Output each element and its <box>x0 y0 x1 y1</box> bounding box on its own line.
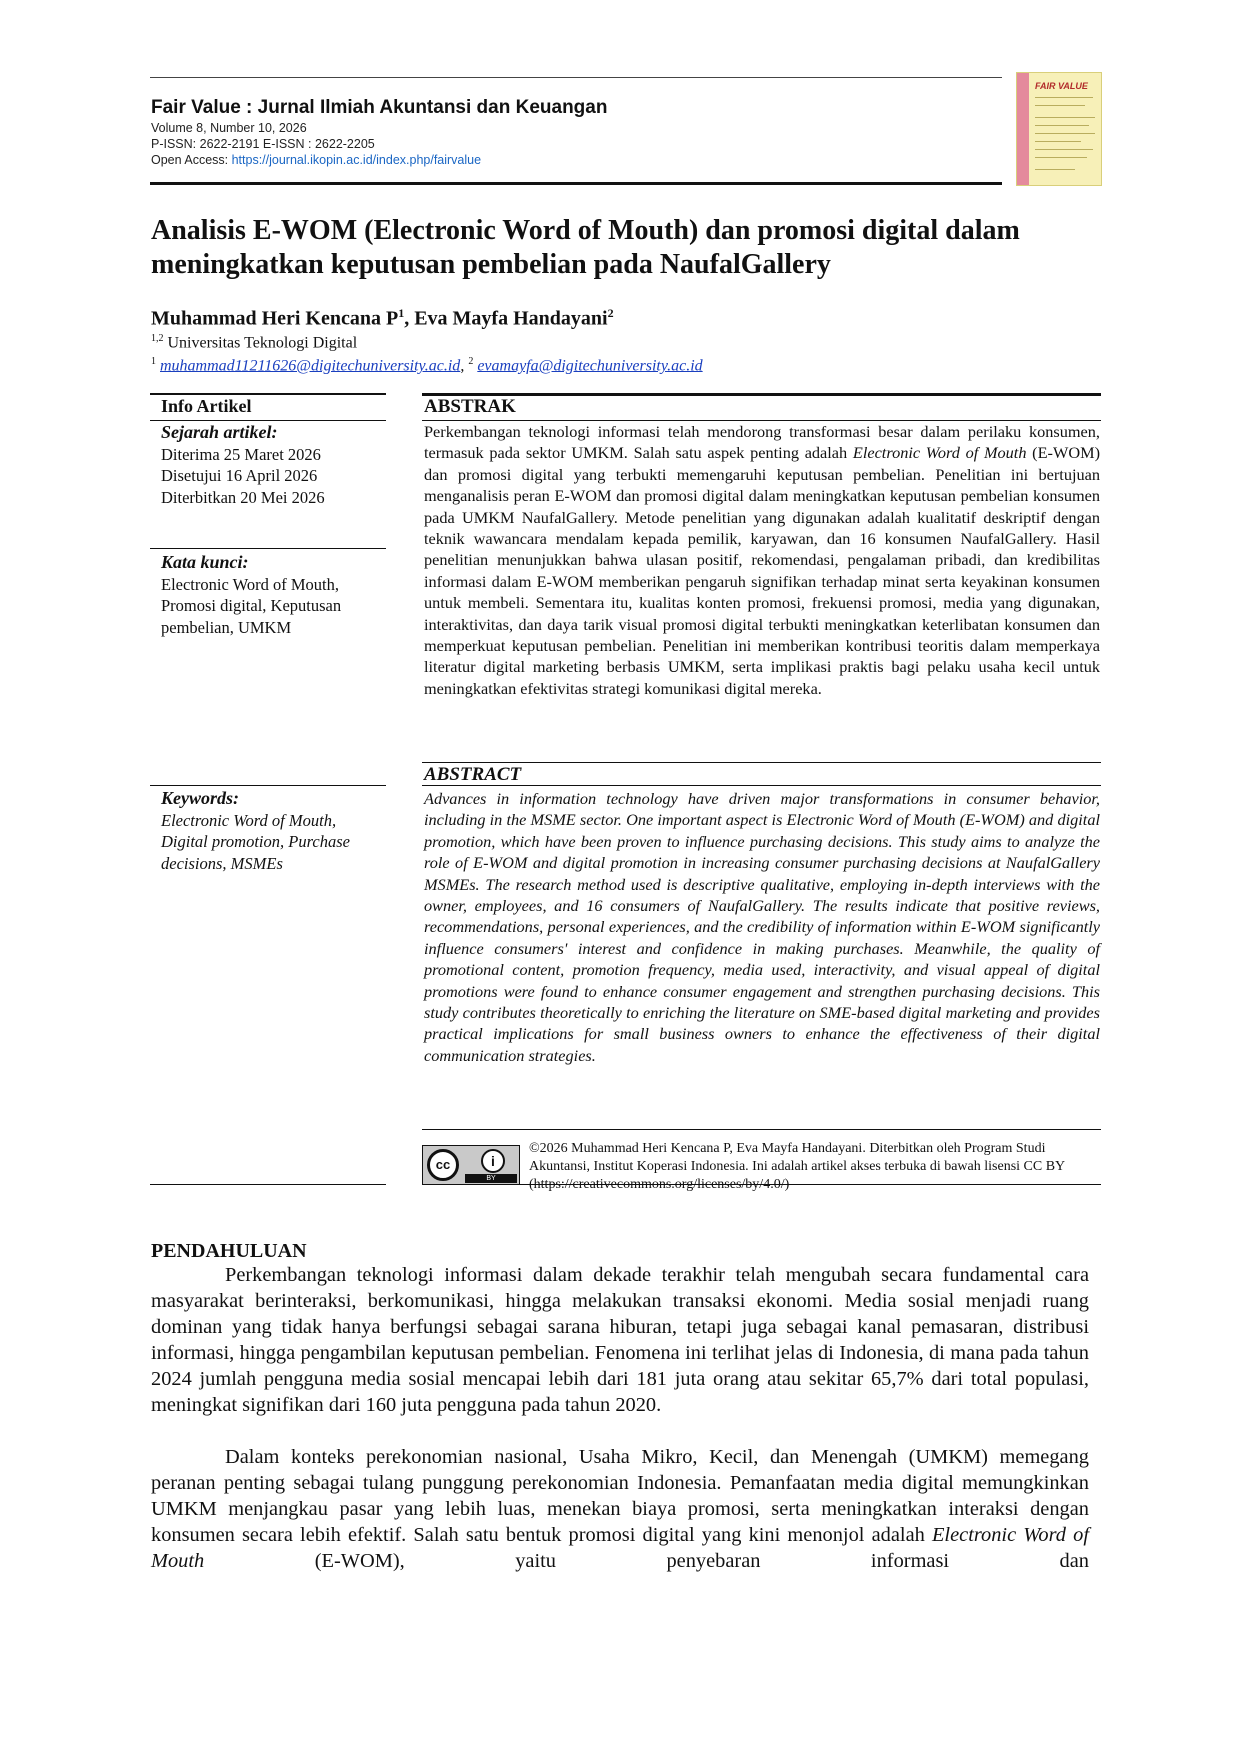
access-label: Open Access: <box>151 153 229 167</box>
info-bottom-rule <box>150 1184 386 1185</box>
attribution-icon: i <box>481 1149 505 1173</box>
history-end-rule <box>150 548 386 549</box>
keywords-block: Keywords: Electronic Word of Mouth, Digi… <box>161 788 385 874</box>
affiliation-sup: 1,2 <box>151 333 164 344</box>
header-bottom-rule <box>150 182 1002 185</box>
affiliation-text: Universitas Teknologi Digital <box>167 334 358 352</box>
email-2-link[interactable]: evamayfa@digitechuniversity.ac.id <box>477 357 703 375</box>
affiliation: 1,2 Universitas Teknologi Digital <box>151 333 357 352</box>
cc-by-badge[interactable]: cc i BY <box>422 1145 520 1185</box>
body-paragraph-2: Dalam konteks perekonomian nasional, Usa… <box>151 1444 1089 1574</box>
published-date: Diterbitkan 20 Mei 2026 <box>161 487 325 507</box>
section-heading-pendahuluan: PENDAHULUAN <box>151 1240 307 1262</box>
kata-kunci-block: Kata kunci: Electronic Word of Mouth, Pr… <box>161 552 385 638</box>
abstract-top-rule <box>422 762 1101 763</box>
email-1-link[interactable]: muhammad11211626@digitechuniversity.ac.i… <box>160 357 461 375</box>
by-label: BY <box>465 1174 517 1183</box>
history-label: Sejarah artikel: <box>161 422 278 442</box>
header-top-rule <box>150 77 1002 78</box>
info-heading-text: Info Artikel <box>161 396 252 416</box>
body-paragraph-1: Perkembangan teknologi informasi dalam d… <box>151 1262 1089 1418</box>
author-emails: 1 muhammad11211626@digitechuniversity.ac… <box>151 356 703 375</box>
license-text: ©2026 Muhammad Heri Kencana P, Eva Mayfa… <box>529 1141 1065 1192</box>
license-top-rule <box>422 1129 1101 1130</box>
email-1-sup: 1 <box>151 356 156 367</box>
abstract-text: Advances in information technology have … <box>424 789 1100 1065</box>
received-date: Diterima 25 Maret 2026 <box>161 444 321 464</box>
abstrak-sub-rule <box>422 420 1101 421</box>
abstrak-heading-text: ABSTRAK <box>424 396 516 417</box>
journal-volume: Volume 8, Number 10, 2026 <box>151 121 307 135</box>
cover-strip <box>1017 73 1029 185</box>
paragraph-2-rest: (E-WOM), yaitu penyebaran informasi dan <box>204 1550 1089 1572</box>
abstrak-p1: Perkembangan teknologi informasi telah m… <box>424 422 1100 463</box>
paragraph-2-italic-term: Electronic Word of Mouth <box>151 1524 1089 1572</box>
info-artikel-heading: Info Artikel <box>161 396 385 418</box>
keywords-text: Electronic Word of Mouth, Digital promot… <box>161 810 350 873</box>
abstrak-italic-term: Electronic Word of Mouth <box>852 443 1027 463</box>
keywords-top-rule <box>150 785 386 786</box>
paragraph-1-text: Perkembangan teknologi informasi dalam d… <box>151 1264 1089 1416</box>
keywords-label: Keywords: <box>161 788 239 808</box>
abstrak-heading: ABSTRAK <box>424 396 1100 418</box>
author-2-sup: 2 <box>607 306 614 320</box>
abstract-heading-text: ABSTRACT <box>424 764 522 785</box>
journal-url-link[interactable]: https://journal.ikopin.ac.id/index.php/f… <box>231 153 482 167</box>
author-1-sup: 1 <box>398 306 405 320</box>
abstrak-p1-rest: (E-WOM) dan promosi digital yang terbukt… <box>424 443 1100 698</box>
journal-name: Fair Value : Jurnal Ilmiah Akuntansi dan… <box>151 97 608 118</box>
cc-icon: cc <box>427 1149 459 1181</box>
journal-access: Open Access: https://journal.ikopin.ac.i… <box>151 152 1001 168</box>
abstract-sub-rule <box>422 785 1101 786</box>
author-list: Muhammad Heri Kencana P1, Eva Mayfa Hand… <box>151 306 614 331</box>
kata-kunci-label: Kata kunci: <box>161 552 249 572</box>
info-sub-rule <box>150 420 386 421</box>
abstrak-top-rule <box>422 393 1101 396</box>
kata-kunci-text: Electronic Word of Mouth, Promosi digita… <box>161 574 342 637</box>
journal-issn: P-ISSN: 2622-2191 E-ISSN : 2622-2205 <box>151 137 375 151</box>
paragraph-2-text: Dalam konteks perekonomian nasional, Usa… <box>151 1444 1089 1574</box>
author-1: Muhammad Heri Kencana P <box>151 307 399 330</box>
license-bottom-rule <box>422 1184 1101 1185</box>
article-title: Analisis E-WOM (Electronic Word of Mouth… <box>151 215 1020 280</box>
author-separator: , <box>404 307 415 330</box>
cover-title: FAIR VALUE <box>1035 81 1088 91</box>
abstrak-text: Perkembangan teknologi informasi telah m… <box>424 421 1100 699</box>
info-top-rule <box>150 393 386 395</box>
email-2-sup: 2 <box>468 356 474 367</box>
paragraph-2-start: Dalam konteks perekonomian nasional, Usa… <box>151 1446 1089 1546</box>
author-2: Eva Mayfa Handayani <box>414 307 608 330</box>
approved-date: Disetujui 16 April 2026 <box>161 466 318 485</box>
journal-header: Fair Value : Jurnal Ilmiah Akuntansi dan… <box>151 96 1001 168</box>
journal-cover-thumbnail: FAIR VALUE <box>1016 72 1102 186</box>
article-history: Sejarah artikel: Diterima 25 Maret 2026 … <box>161 422 385 508</box>
abstract-heading: ABSTRACT <box>424 764 1100 786</box>
email-separator: , <box>460 357 469 375</box>
